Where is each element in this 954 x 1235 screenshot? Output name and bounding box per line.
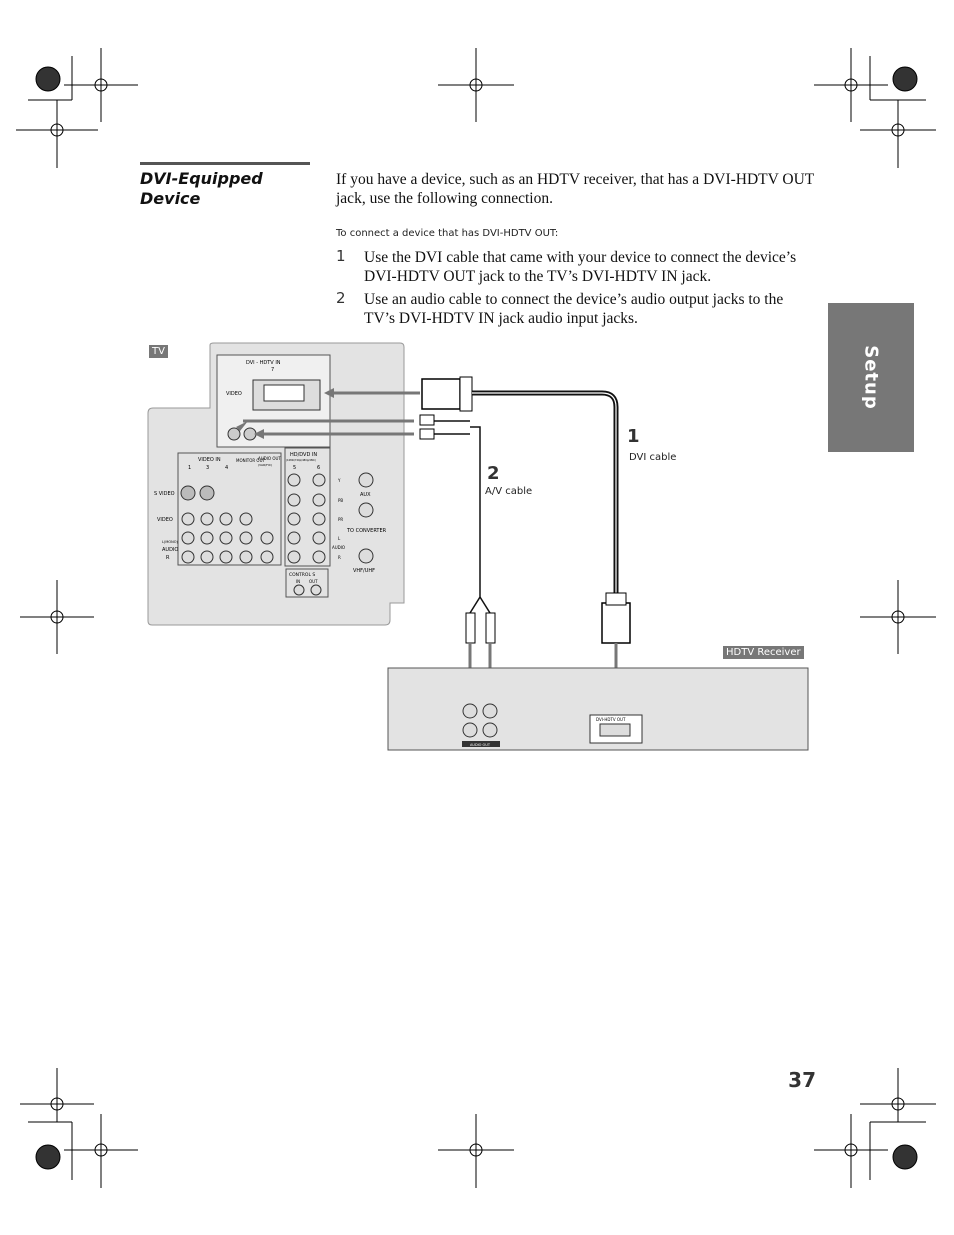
tv-audio-out-sub: (VAR/FIX) bbox=[258, 463, 272, 467]
tv-control-s-block bbox=[285, 568, 329, 598]
tv-control-in-label: IN bbox=[296, 579, 300, 584]
section-tab-label: Setup bbox=[860, 345, 882, 410]
receiver-audio-r-jack bbox=[482, 722, 498, 738]
page-number: 37 bbox=[788, 1068, 816, 1092]
tv-audio-l-mono-label: L(MONO) bbox=[162, 540, 178, 544]
dvi-connector-tv bbox=[421, 378, 461, 410]
tv-hd-col-5: 5 bbox=[293, 465, 296, 471]
tv-audio-row-label: AUDIO bbox=[162, 547, 178, 553]
tv-video-in-col-1: 1 bbox=[188, 465, 191, 471]
tv-monitor-out-label: MONITOR OUT bbox=[236, 458, 265, 463]
tv-video-in-jacks bbox=[180, 485, 274, 564]
tv-video-in-col-3: 3 bbox=[206, 465, 209, 471]
step-1-number: 1 bbox=[336, 247, 346, 265]
tv-dvi-sub: 7 bbox=[271, 367, 274, 373]
tv-dvi-header: DVI - HDTV IN bbox=[246, 360, 281, 366]
receiver-dvi-label: DVI-HDTV OUT bbox=[596, 717, 626, 722]
tv-y-label: Y bbox=[337, 478, 341, 483]
procedure-heading: To connect a device that has DVI-HDTV OU… bbox=[336, 228, 559, 239]
tv-dvi-video-label: VIDEO bbox=[226, 391, 242, 397]
callout-1-number: 1 bbox=[627, 426, 640, 447]
callout-2-number: 2 bbox=[487, 463, 500, 484]
tv-aux-label: AUX bbox=[360, 492, 371, 498]
section-tab bbox=[828, 303, 914, 452]
callout-2-label: A/V cable bbox=[485, 486, 533, 497]
section-rule bbox=[140, 162, 310, 165]
tv-hd-jacks bbox=[287, 473, 326, 564]
av-plug-left bbox=[465, 612, 476, 644]
intro-paragraph: If you have a device, such as an HDTV re… bbox=[336, 171, 814, 207]
dvi-connector-receiver bbox=[601, 602, 631, 644]
receiver-audio-l-jack bbox=[462, 722, 478, 738]
tv-vhf-label: VHF/UHF bbox=[353, 568, 375, 574]
av-plug-right bbox=[485, 612, 496, 644]
tv-to-converter-label: TO CONVERTER bbox=[346, 528, 387, 534]
tv-s-video-label: S VIDEO bbox=[154, 491, 175, 497]
tv-audio-r-label: R bbox=[166, 555, 170, 561]
tv-dvi-audio-l-jack bbox=[227, 427, 241, 441]
section-title: DVI-Equipped Device bbox=[140, 169, 263, 208]
tv-r-label: R bbox=[338, 555, 341, 560]
tv-hd-dvd-block bbox=[284, 447, 331, 567]
tv-tag: TV bbox=[149, 345, 168, 358]
tv-converter-jack bbox=[358, 502, 374, 518]
tv-control-s-label: CONTROL S bbox=[289, 572, 315, 578]
tv-pr-label: PR bbox=[338, 517, 343, 522]
tv-video-in-col-4: 4 bbox=[225, 465, 228, 471]
tv-hd-audio-label: AUDIO bbox=[332, 545, 345, 550]
tv-pb-label: PB bbox=[338, 498, 343, 503]
tv-video-row-label: VIDEO bbox=[157, 517, 173, 523]
tv-hd-col-6: 6 bbox=[317, 465, 320, 471]
tv-hd-dvd-header: HD/DVD IN bbox=[290, 452, 317, 458]
callout-1-label: DVI cable bbox=[629, 452, 677, 463]
step-1-text: Use the DVI cable that came with your de… bbox=[364, 249, 797, 285]
receiver-audio-out-label: AUDIO OUT bbox=[470, 743, 491, 747]
tv-aux-jack bbox=[358, 472, 374, 488]
tv-control-out-label: OUT bbox=[309, 579, 318, 584]
receiver-tag: HDTV Receiver bbox=[723, 646, 804, 659]
tv-vhf-jack bbox=[358, 548, 374, 564]
tv-video-in-header: VIDEO IN bbox=[198, 457, 221, 463]
dvi-cable bbox=[472, 390, 619, 603]
tv-l-label: L bbox=[338, 536, 341, 541]
tv-hd-dvd-sub: (1080i/720p/480p/480i) bbox=[286, 458, 316, 462]
tv-audio-out-label: AUDIO OUT bbox=[258, 456, 281, 461]
step-2-text: Use an audio cable to connect the device… bbox=[364, 291, 784, 327]
connection-diagram: DVI - HDTV IN 7 VIDEO VIDEO IN 1 3 4 MON… bbox=[147, 342, 809, 751]
step-2-number: 2 bbox=[336, 289, 346, 307]
av-cable bbox=[434, 420, 491, 614]
